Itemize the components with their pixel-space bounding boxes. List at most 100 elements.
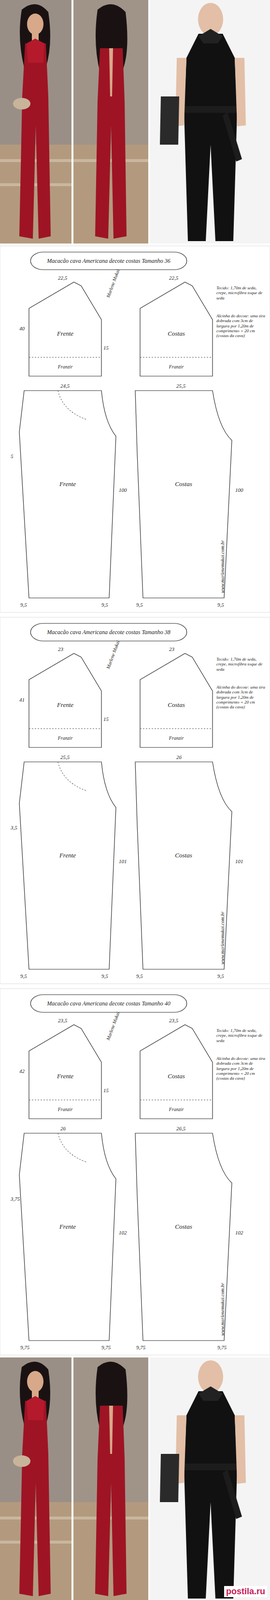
piece-outline: [135, 391, 232, 599]
dimension: 9,5: [101, 602, 109, 610]
signature: Marlene Mukai: [105, 1012, 121, 1043]
dimension: 100: [118, 487, 128, 495]
note-text: Tecido: 1,70m de seda, crepe, microfibra…: [216, 657, 268, 673]
dimension: 3,5: [10, 825, 18, 833]
pattern-piece: CostasFranzir: [140, 282, 213, 377]
dimension: 41: [19, 697, 25, 705]
dimension: 9,5: [20, 602, 28, 610]
piece-name: Frente: [56, 1074, 74, 1082]
pattern-piece: Costas: [135, 763, 232, 971]
dimension: 102: [235, 1231, 244, 1238]
dimension: 22,5: [57, 275, 68, 282]
dimension: 9,75: [101, 1346, 111, 1353]
dimension: 23,5: [57, 1019, 68, 1026]
dimension: 42: [19, 1069, 25, 1077]
gather-note: Franzir: [169, 736, 185, 742]
dimension: 15: [103, 1089, 109, 1096]
piece-name: Frente: [59, 481, 76, 489]
piece-name: Costas: [167, 702, 185, 711]
dimension: 22,5: [169, 275, 179, 282]
piece-outline: [28, 1026, 102, 1121]
pattern-piece: FrenteFranzir: [28, 1026, 102, 1121]
piece-name: Frente: [56, 330, 74, 339]
piece-outline: [135, 763, 232, 971]
piece-outline: [28, 654, 102, 749]
dimension: 9,5: [20, 974, 28, 981]
gather-note: Franzir: [57, 736, 73, 742]
site-watermark: postila.ru: [224, 1588, 268, 1600]
dimension: 23: [57, 647, 64, 654]
dimension: 9,5: [101, 974, 109, 981]
dimension: 25,5: [176, 383, 186, 390]
title-text: Macacão cava Americana decote costas Tam…: [46, 629, 171, 638]
pattern-piece: FrenteFranzir: [28, 282, 102, 377]
note-text: Alcinha do decote: uma tira dobrada com …: [216, 313, 268, 340]
gather-note: Franzir: [57, 364, 73, 370]
dimension: 9,75: [217, 1346, 227, 1353]
note-text: Tecido: 1,70m de seda, crepe, microfibra…: [216, 1029, 268, 1045]
piece-name: Frente: [56, 702, 74, 711]
dimension: 9,75: [20, 1346, 30, 1353]
dimension: 9,75: [136, 1346, 146, 1353]
piece-name: Frente: [59, 1224, 76, 1233]
title-text: Macacão cava Americana decote costas Tam…: [46, 1001, 171, 1009]
dimension: 25,5: [60, 755, 70, 762]
piece-outline: [140, 654, 213, 749]
title-oval: Macacão cava Americana decote costas Tam…: [28, 995, 189, 1015]
dimension: 9,5: [136, 974, 143, 981]
website-watermark: www.marlenemukai.com.br: [219, 540, 226, 595]
piece-outline: [140, 1026, 213, 1121]
title-oval: Macacão cava Americana decote costas Tam…: [28, 624, 189, 643]
dimension: 101: [235, 859, 244, 867]
piece-name: Costas: [174, 852, 192, 861]
piece-outline: [140, 282, 213, 377]
title-text: Macacão cava Americana decote costas Tam…: [46, 257, 171, 266]
gather-note: Franzir: [169, 364, 185, 370]
piece-outline: [135, 1135, 232, 1343]
pattern-piece: Costas: [135, 1135, 232, 1343]
dimension: 15: [103, 345, 109, 352]
dimension: 23,5: [169, 1019, 179, 1026]
note-text: Alcinha do decote: uma tira dobrada com …: [216, 1057, 268, 1083]
title-oval: Macacão cava Americana decote costas Tam…: [28, 252, 189, 271]
dimension: 9,5: [217, 974, 225, 981]
signature: Marlene Mukai: [105, 269, 121, 299]
piece-outline: [19, 1135, 116, 1343]
dimension: 24,5: [60, 383, 70, 390]
pattern-sheet: Macacão cava Americana decote costas Tam…: [0, 990, 270, 1358]
dimension: 9,5: [136, 602, 143, 610]
website-watermark: www.marlenemukai.com.br: [219, 1284, 226, 1338]
piece-outline: [19, 391, 116, 599]
piece-outline: [19, 763, 116, 971]
piece-name: Costas: [174, 481, 192, 489]
dimension: 5: [10, 454, 14, 461]
pattern-piece: Frente: [19, 1135, 116, 1343]
pattern-piece: CostasFranzir: [140, 1026, 213, 1121]
dimension: 23: [169, 647, 175, 654]
dimension: 102: [118, 1231, 128, 1238]
note-text: Alcinha do decote: uma tira dobrada com …: [216, 685, 268, 711]
pattern-piece: Frente: [19, 763, 116, 971]
pattern-piece: CostasFranzir: [140, 654, 213, 749]
piece-name: Costas: [167, 330, 185, 339]
gather-note: Franzir: [169, 1108, 185, 1114]
dimension: 101: [118, 859, 128, 867]
dimension: 26: [60, 1127, 66, 1134]
piece-name: Frente: [59, 852, 76, 861]
pattern-piece: Frente: [19, 391, 116, 599]
signature: Marlene Mukai: [105, 640, 121, 671]
pattern-piece: FrenteFranzir: [28, 654, 102, 749]
dimension: 15: [103, 717, 109, 724]
note-text: Tecido: 1,70m de seda, crepe, microfibra…: [216, 285, 268, 301]
piece-name: Costas: [167, 1074, 185, 1082]
dimension: 40: [19, 326, 25, 333]
dimension: 100: [235, 487, 244, 495]
pattern-sheet: Macacão cava Americana decote costas Tam…: [0, 246, 270, 614]
dimension: 3,75: [10, 1197, 20, 1205]
website-watermark: www.marlenemukai.com.br: [219, 912, 226, 967]
piece-name: Costas: [174, 1224, 192, 1233]
dimension: 26,5: [176, 1127, 186, 1134]
pattern-sheet: Macacão cava Americana decote costas Tam…: [0, 618, 270, 986]
dimension: 26: [176, 755, 182, 762]
